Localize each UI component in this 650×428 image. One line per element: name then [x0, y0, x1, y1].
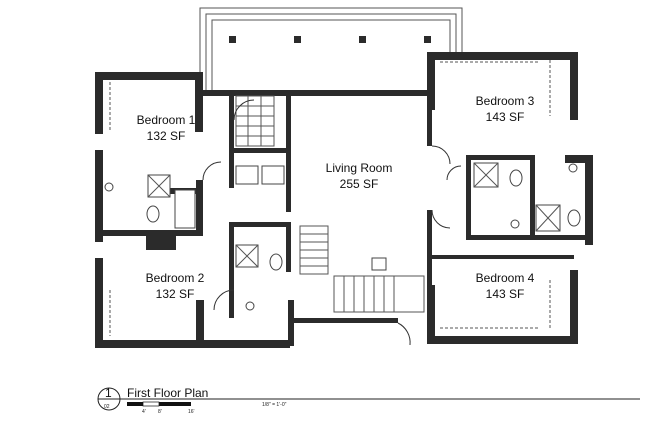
scale-note: 1/8" = 1'-0" [262, 402, 287, 408]
scale-bar: 4' 8' 16' [127, 401, 195, 415]
drawing-number: 1 [105, 386, 112, 400]
scale-tick-8: 8' [158, 409, 162, 415]
living-room-name: Living Room [326, 161, 393, 175]
room-labels: Bedroom 1 132 SF Bedroom 2 132 SF Bedroo… [137, 94, 535, 301]
bedroom-4-name: Bedroom 4 [476, 271, 535, 285]
bedroom-3-name: Bedroom 3 [476, 94, 535, 108]
living-room-area: 255 SF [340, 177, 379, 191]
closets [109, 60, 551, 336]
stairs [299, 225, 425, 313]
bedroom-3-area: 143 SF [486, 110, 525, 124]
tile-pattern [235, 95, 275, 147]
scale-tick-16: 16' [188, 409, 195, 415]
exterior-walls [95, 52, 593, 348]
bedroom-1-area: 132 SF [147, 129, 186, 143]
title-block: 1 02 First Floor Plan 4' 8' 16' 1/8" = 1… [97, 386, 640, 415]
bedroom-2-name: Bedroom 2 [146, 271, 205, 285]
door-swings [202, 99, 462, 346]
sheet-number: 02 [104, 404, 110, 410]
bedroom-1-name: Bedroom 1 [137, 113, 196, 127]
bedroom-2-area: 132 SF [156, 287, 195, 301]
fixtures [104, 162, 581, 311]
plan-title: First Floor Plan [127, 386, 208, 400]
bedroom-4-area: 143 SF [486, 287, 525, 301]
porch-outline [199, 7, 463, 92]
scale-tick-4: 4' [142, 409, 146, 415]
